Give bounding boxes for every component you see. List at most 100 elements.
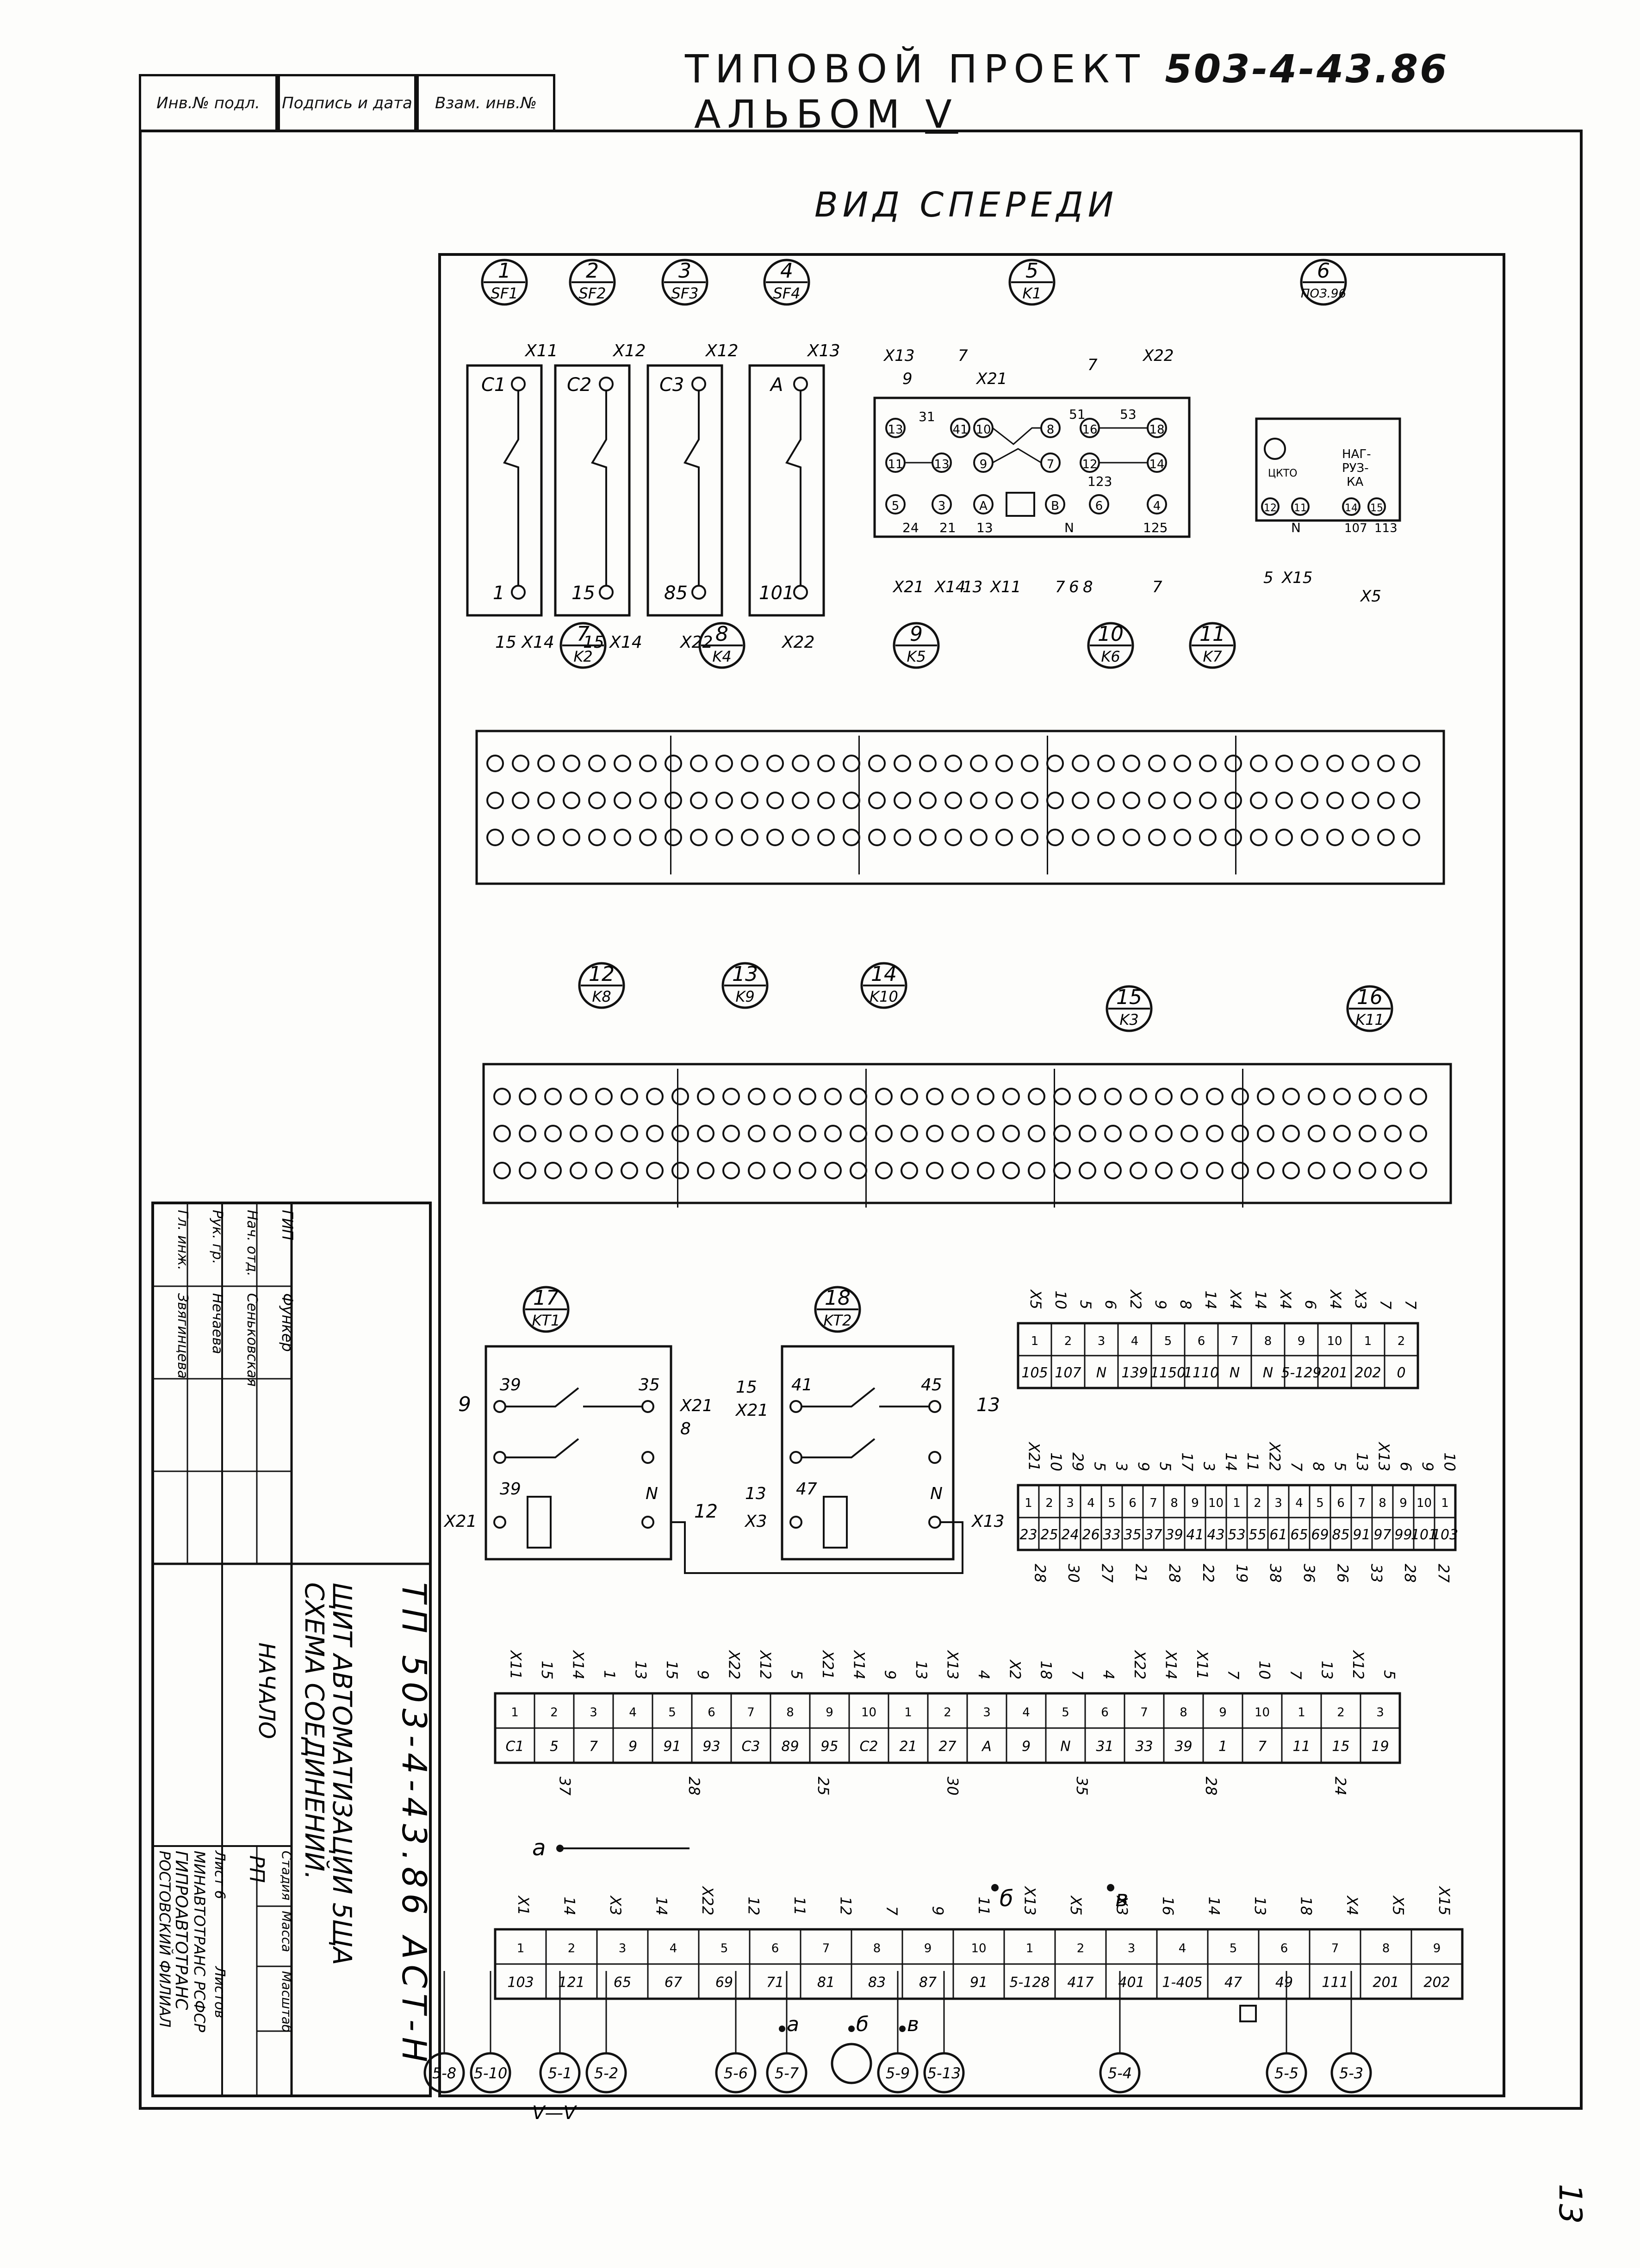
album-number: V: [925, 92, 958, 137]
relay-contact: [1072, 755, 1089, 772]
terminal-top-wire: 29: [1069, 1452, 1087, 1471]
relay-contact: [715, 755, 733, 772]
terminal-value: 33: [1103, 1527, 1120, 1543]
terminal-index: 8: [873, 1942, 881, 1956]
relay-contact: [868, 755, 886, 772]
relay-contact: [792, 755, 809, 772]
terminal-top-wire: 9: [929, 1906, 946, 1915]
device-num: 9: [910, 622, 923, 646]
terminal-bottom-wire: 22: [1199, 1564, 1217, 1583]
terminal-top-wire: 7: [1402, 1300, 1419, 1310]
device-num: 18: [825, 1286, 851, 1310]
relay-contact: [1359, 1088, 1376, 1105]
timer-terminal: 39: [500, 1480, 521, 1499]
k1-bottom-wire: X21: [892, 578, 924, 596]
terminal-bottom-wire: 30: [1065, 1564, 1082, 1583]
k1-contact: B: [1051, 499, 1059, 513]
terminal-top-wire: X1: [515, 1895, 532, 1915]
device-code: K9: [735, 988, 754, 1005]
terminal-top-wire: 12: [745, 1896, 762, 1915]
approval-sign-cell: Подпись и дата: [278, 74, 416, 130]
top-wire: X13: [807, 341, 840, 360]
terminal-top-wire: 5: [788, 1670, 805, 1679]
relay-contact: [570, 1162, 587, 1179]
relay-contact: [1275, 829, 1293, 846]
relay-contact: [748, 1162, 765, 1179]
relay-contact: [995, 755, 1013, 772]
breaker-sf3: 3 SF3 C3 85 X12 X22: [646, 259, 738, 652]
terminal-value: C1: [505, 1739, 524, 1755]
relay-contact: [671, 1162, 689, 1179]
terminal-index: 7: [1140, 1706, 1148, 1720]
relay-contact: [1250, 829, 1267, 846]
top-terminal: C2: [567, 374, 591, 396]
k1-contact: 41: [952, 423, 968, 437]
relay-contact: [1231, 1162, 1249, 1179]
terminal-top-wire: X14: [1162, 1649, 1180, 1679]
relay-contact: [919, 829, 937, 846]
terminal-top-wire: 13: [1251, 1896, 1269, 1915]
device-code: KT1: [532, 1312, 560, 1329]
terminal-index: 10: [1208, 1496, 1224, 1510]
relay-k3-badge: 15 K3: [1106, 985, 1153, 1032]
relay-contact: [1104, 1088, 1122, 1105]
terminal-top-wire: 13: [1353, 1452, 1371, 1471]
relay-contact: [588, 792, 606, 809]
terminal-value: A: [981, 1739, 992, 1755]
relay-contact: [646, 1162, 664, 1179]
terminal-top-wire: 9: [694, 1670, 712, 1679]
relay-contact: [621, 1125, 638, 1142]
k1-bottom-label: 21: [939, 520, 956, 535]
relay-contact: [766, 792, 784, 809]
terminal-index: 1: [1364, 1334, 1372, 1348]
relay-contact: [1308, 1088, 1325, 1105]
terminal-top-wire: 17: [1178, 1452, 1196, 1471]
relay-contact: [1002, 1125, 1020, 1142]
bus-c-label-2: в: [907, 2013, 919, 2036]
device-num: 4: [780, 259, 793, 283]
terminal-index: 9: [1219, 1706, 1227, 1720]
relay-contact: [537, 755, 555, 772]
relay-contact: [1072, 829, 1089, 846]
terminal-top-wire: 3: [1113, 1462, 1131, 1471]
relay-contact: [519, 1125, 536, 1142]
terminal-top-wire: X4: [1277, 1289, 1294, 1309]
device-num: 14: [871, 962, 897, 986]
device-num: 5: [1025, 259, 1038, 283]
relay-contact: [748, 1125, 765, 1142]
device-code: SF4: [773, 285, 800, 302]
relay-contact: [1130, 1088, 1147, 1105]
bottom-wires: 15 X14: [495, 633, 554, 652]
relay-contact: [875, 1125, 893, 1142]
terminal-value: 101: [1411, 1527, 1437, 1543]
relay-contact: [1384, 1162, 1402, 1179]
terminal-top-wire: 7: [1377, 1300, 1394, 1310]
relay-contact: [697, 1125, 714, 1142]
terminal-top-wire: X4: [1327, 1289, 1344, 1309]
relay-contact: [799, 1088, 816, 1105]
terminal-index: 1: [1233, 1496, 1241, 1510]
relay-contact: [1403, 829, 1420, 846]
terminal-value: 7: [589, 1739, 598, 1755]
terminal-value: 23: [1019, 1527, 1037, 1543]
terminal-value: 1150: [1150, 1365, 1186, 1381]
terminal-index: 8: [1180, 1706, 1187, 1720]
relay-k8-badge: 12 K8: [578, 962, 625, 1009]
relay-contact: [621, 1088, 638, 1105]
indicator-terminal: 14: [1345, 502, 1358, 514]
relay-contact: [1384, 1125, 1402, 1142]
terminal-bottom-wire: 27: [1435, 1564, 1453, 1583]
sheet-number: 13: [1552, 2184, 1588, 2224]
relay-contact: [1123, 829, 1140, 846]
relay-contact: [614, 829, 631, 846]
bottom-wires: X22: [781, 633, 814, 652]
relay-contact: [1199, 755, 1217, 772]
terminal-top-wire: 13: [913, 1661, 930, 1679]
terminal-top-wire: 9: [882, 1670, 899, 1679]
terminal-value: 202: [1423, 1975, 1450, 1991]
relay-contact: [722, 1125, 740, 1142]
timer-kt1: 17 KT1 9 39 35 X21 8 39 X21 N 12: [443, 1286, 718, 1561]
relay-contact: [951, 1088, 969, 1105]
device-badge: [481, 259, 528, 306]
connector-label: 5-10: [474, 2064, 508, 2082]
